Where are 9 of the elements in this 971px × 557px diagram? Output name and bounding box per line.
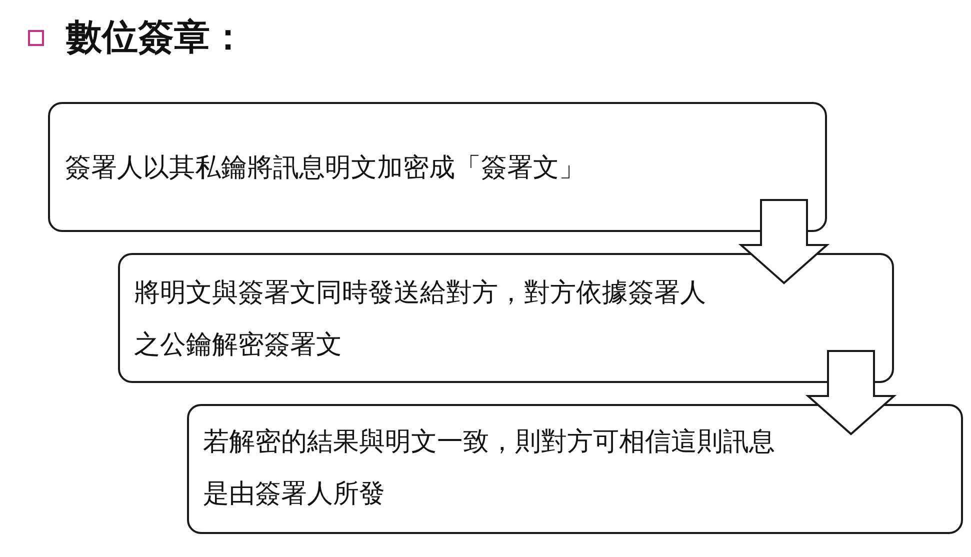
- block-arrow: [738, 199, 830, 284]
- box-text: 將明文與簽署文同時發送給對方，對方依據簽署人之公鑰解密簽署文: [134, 277, 707, 362]
- title: 數位簽章：: [66, 16, 246, 60]
- process-box: [118, 253, 894, 383]
- process-box: [48, 102, 827, 232]
- box-text: 簽署人以其私鑰將訊息明文加密成「簽署文」: [65, 152, 586, 185]
- box-text: 若解密的結果與明文一致，則對方可相信這則訊息是由簽署人所發: [203, 426, 776, 511]
- process-box: [187, 404, 963, 534]
- block-arrow: [805, 350, 897, 436]
